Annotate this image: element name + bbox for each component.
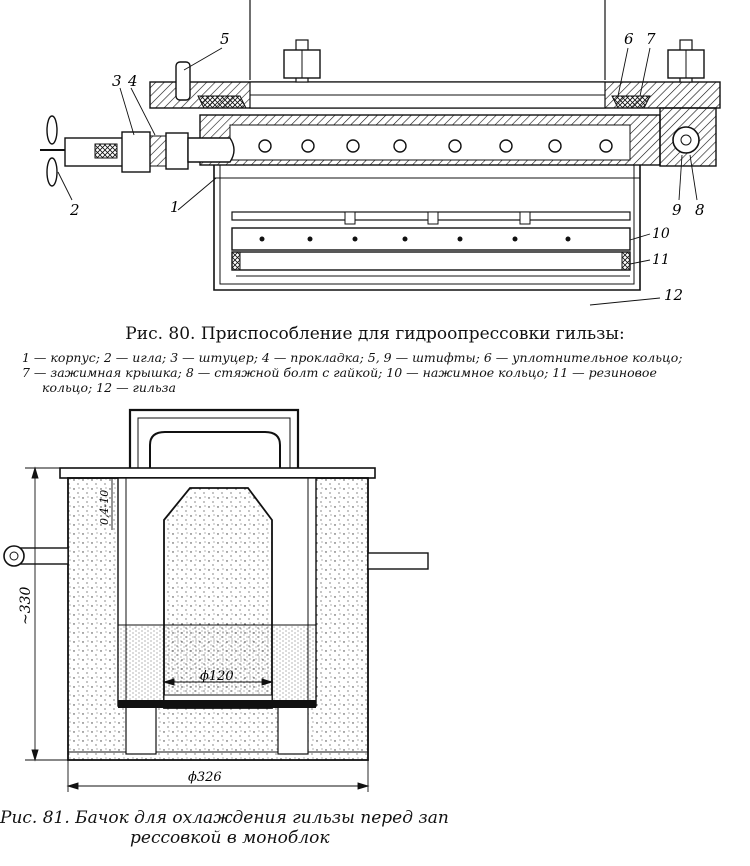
callout-9: 9 bbox=[672, 201, 682, 219]
callout-10: 10 bbox=[652, 226, 670, 242]
dim-inner: ϕ120 bbox=[200, 669, 234, 684]
callout-4: 4 bbox=[127, 72, 138, 90]
figure-80-drawing: 5 3 4 2 1 6 7 9 8 10 11 12 bbox=[40, 0, 721, 306]
inlet-pipe-left bbox=[3, 545, 69, 567]
callout-2: 2 bbox=[69, 201, 80, 219]
dim-inner-lines bbox=[162, 678, 274, 686]
legend-line-2: 7 — зажимная крышка; 8 — стяжной болт с … bbox=[22, 365, 657, 380]
dim-outer: ϕ326 bbox=[188, 770, 222, 785]
dim-gap: 0,4-10 bbox=[98, 490, 111, 525]
pressure-ring bbox=[231, 227, 631, 251]
figure-81-caption-line-1: Рис. 81. Бачок для охлаждения гильзы пер… bbox=[0, 808, 449, 828]
callout-7: 7 bbox=[646, 30, 656, 48]
dim-height: ~330 bbox=[18, 586, 34, 625]
figure-80-legend: 1 — корпус; 2 — игла; 3 — штуцер; 4 — пр… bbox=[22, 350, 737, 395]
legend-line-3: кольцо; 12 — гильза bbox=[42, 380, 176, 395]
callout-6: 6 bbox=[624, 30, 634, 48]
figure-80-caption: Рис. 80. Приспособление для гидроопрессо… bbox=[125, 324, 625, 344]
rubber-ring bbox=[231, 251, 631, 271]
support-leg-left bbox=[125, 705, 157, 755]
seal-ring-left bbox=[197, 95, 247, 109]
legend-line-1: 1 — корпус; 2 — игла; 3 — штуцер; 4 — пр… bbox=[22, 350, 683, 365]
bolt-nut-left bbox=[283, 39, 321, 83]
lifting-handle bbox=[149, 431, 281, 470]
callout-8: 8 bbox=[695, 201, 705, 219]
needle-valve-assembly bbox=[40, 115, 235, 187]
dim-outer-lines bbox=[66, 760, 370, 792]
basket-bottom bbox=[118, 700, 316, 708]
callout-11: 11 bbox=[652, 252, 670, 268]
figure-81-caption-line-2: рессовкой в моноблок bbox=[130, 828, 330, 848]
callout-1: 1 bbox=[170, 198, 180, 216]
seal-ring-right bbox=[611, 95, 651, 109]
pin-5 bbox=[175, 61, 191, 101]
figure-81-drawing: ~330 0,4-10 ϕ120 ϕ326 bbox=[3, 408, 429, 792]
callout-5: 5 bbox=[220, 30, 230, 48]
support-leg-right bbox=[277, 705, 309, 755]
bolt-nut-right bbox=[667, 39, 705, 83]
body-shell bbox=[213, 165, 641, 291]
outlet-pipe-right bbox=[367, 552, 429, 570]
dim-height-lines bbox=[25, 466, 68, 762]
tank-lid bbox=[59, 467, 376, 479]
water-holes bbox=[258, 139, 613, 153]
callout-12: 12 bbox=[664, 286, 683, 304]
callout-3: 3 bbox=[112, 72, 122, 90]
handle-frame bbox=[128, 408, 300, 470]
